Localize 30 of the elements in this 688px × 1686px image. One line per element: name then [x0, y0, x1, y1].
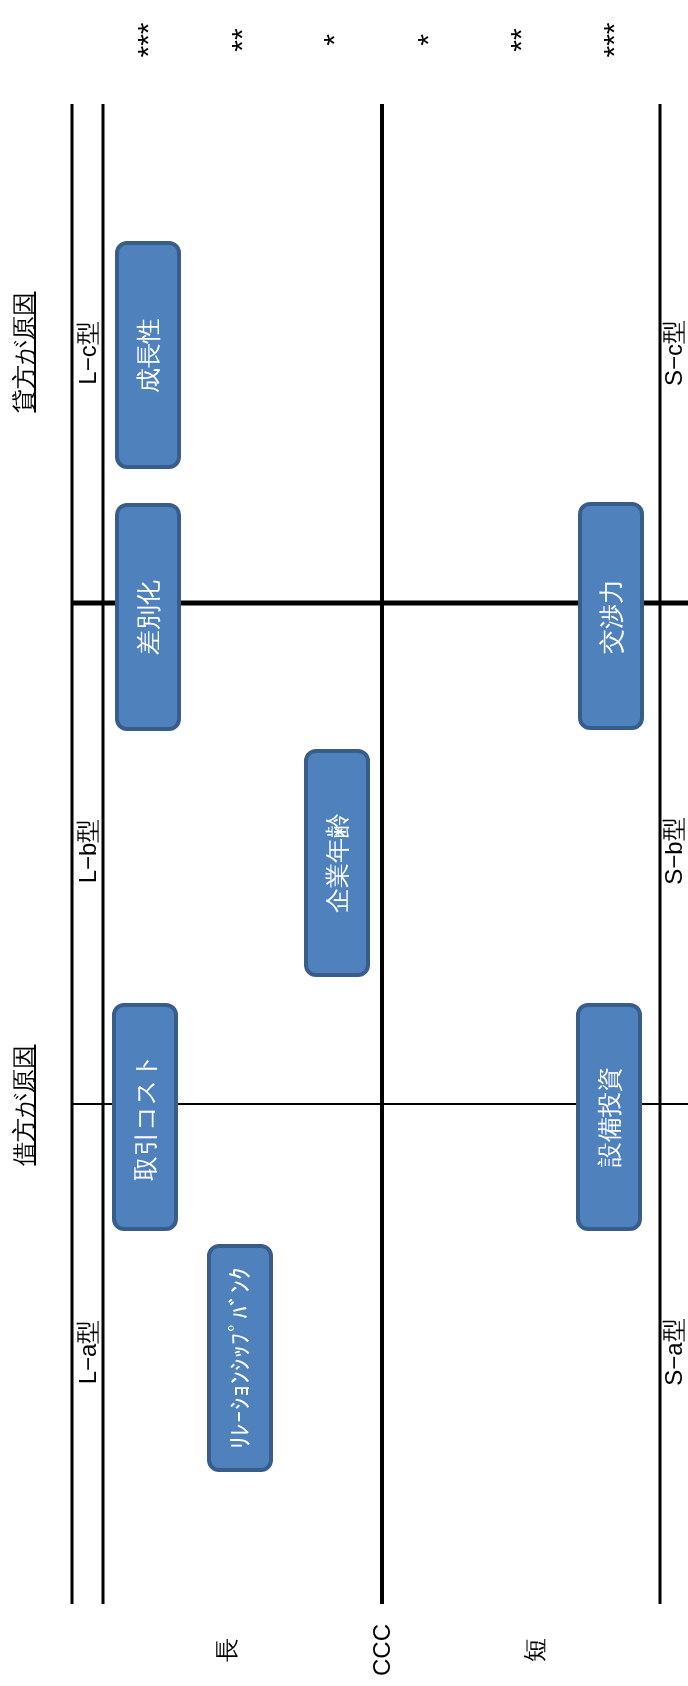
type-label: L−b型	[76, 818, 100, 884]
box-label: 企業年齢	[324, 813, 350, 913]
box-label: 設備投資	[596, 1067, 622, 1167]
type-label: L−a型	[76, 1319, 100, 1385]
significance-mark: **	[506, 28, 536, 52]
significance-mark: ***	[599, 22, 629, 58]
rounded-box	[115, 503, 181, 731]
box-label: 差別化	[135, 579, 161, 655]
type-label: S−b型	[662, 817, 686, 885]
axis-label: CCC	[370, 1624, 394, 1676]
rounded-box	[578, 502, 644, 730]
type-label: S−a型	[662, 1318, 686, 1386]
axis-label: 長	[215, 1638, 239, 1662]
group-heading: 借方が原因	[12, 1044, 36, 1166]
rounded-box	[304, 749, 370, 977]
rounded-box	[576, 1003, 642, 1231]
significance-mark: *	[319, 34, 349, 46]
box-label: ﾘﾚｰｼｮﾝｼｯﾌﾟﾊﾞﾝｸ	[227, 1267, 253, 1449]
rounded-box	[112, 1003, 178, 1231]
significance-mark: **	[227, 28, 257, 52]
rounded-box	[115, 241, 181, 469]
group-heading: 貸方が原因	[12, 291, 36, 413]
significance-mark: ***	[133, 22, 163, 58]
box-label: 取引コスト	[132, 1053, 158, 1181]
box-label: 交渉力	[598, 578, 624, 654]
significance-mark: *	[413, 34, 443, 46]
rounded-box	[207, 1244, 273, 1472]
type-label: S−c型	[662, 320, 686, 386]
box-label: 成長性	[135, 317, 161, 393]
axis-label: 短	[523, 1638, 547, 1662]
